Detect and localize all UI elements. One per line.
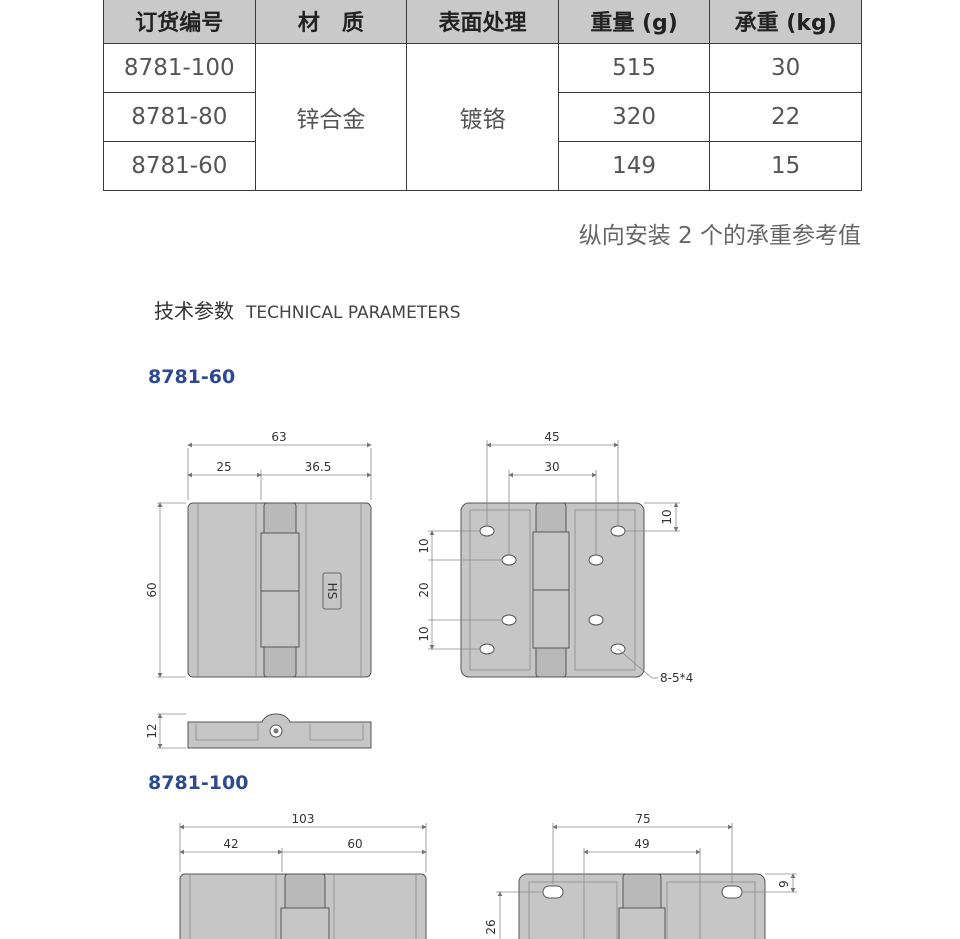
dim-100-hole-span: 75 xyxy=(635,812,650,826)
cell-finish: 镀铬 xyxy=(406,43,559,191)
dim-hole-inner: 30 xyxy=(544,460,559,474)
header-weight: 重量 (g) xyxy=(557,0,711,44)
header-finish: 表面处理 xyxy=(406,0,559,44)
dim-100-total-width: 103 xyxy=(292,812,315,826)
dim-100-right: 60 xyxy=(347,837,362,851)
dim-total-width: 63 xyxy=(271,430,286,444)
cell-weight: 515 xyxy=(557,43,711,93)
section-title-en: TECHNICAL PARAMETERS xyxy=(246,303,461,323)
header-code: 订货编号 xyxy=(103,0,256,44)
table-row: 8781-60 149 15 xyxy=(103,141,862,191)
hinge-100-back-view xyxy=(518,873,766,939)
spec-table: 订货编号 材 质 表面处理 重量 (g) 承重 (kg) 8781-100 锌合… xyxy=(103,0,862,191)
dim-100-left: 42 xyxy=(223,837,238,851)
dim-thickness: 12 xyxy=(145,723,159,738)
dim-holes-note: 8-5*4 xyxy=(660,671,693,685)
dim-100-hole-inner: 49 xyxy=(634,837,649,851)
cell-material: 锌合金 xyxy=(254,43,408,191)
table-header-row: 订货编号 材 质 表面处理 重量 (g) 承重 (kg) xyxy=(103,0,862,44)
dim-v2: 20 xyxy=(417,582,431,597)
hinge-60-back-view xyxy=(460,502,645,678)
hinge-100-front-dims: 103 42 60 xyxy=(179,812,427,872)
load-note: 纵向安装 2 个的承重参考值 xyxy=(578,223,861,249)
dim-hole-span: 45 xyxy=(544,430,559,444)
dim-right: 36.5 xyxy=(305,460,332,474)
cell-load: 22 xyxy=(709,92,862,142)
dim-v3: 10 xyxy=(417,626,431,641)
dim-left: 25 xyxy=(216,460,231,474)
model-label-100: 8781-100 xyxy=(148,772,249,794)
cell-weight: 149 xyxy=(557,141,711,191)
dim-100-v1: 26 xyxy=(484,919,498,934)
hinge-60-side-view: 12 xyxy=(145,713,372,749)
dim-height: 60 xyxy=(145,582,159,597)
cell-load: 15 xyxy=(709,141,862,191)
dim-v1: 10 xyxy=(417,538,431,553)
logo-emboss xyxy=(322,572,342,610)
hinge-100-back-dims: 75 49 9 26 xyxy=(484,812,797,939)
dim-top-offset: 10 xyxy=(660,509,674,524)
table-row: 8781-100 锌合金 镀铬 515 30 xyxy=(103,43,862,191)
header-load: 承重 (kg) xyxy=(709,0,862,44)
hinge-60-front-view: HS xyxy=(187,502,372,678)
logo-text: HS xyxy=(325,583,339,600)
model-label-60: 8781-60 xyxy=(148,366,236,388)
cell-code: 8781-60 xyxy=(103,141,256,191)
section-title-cn: 技术参数 xyxy=(154,299,234,323)
hinge-100-front-view xyxy=(179,873,427,939)
dim-100-top-offset: 9 xyxy=(777,880,791,888)
hinge-60-back-dims: 45 30 10 10 20 10 8-5*4 xyxy=(417,430,693,685)
cell-load: 30 xyxy=(709,43,862,93)
section-title: 技术参数 TECHNICAL PARAMETERS xyxy=(154,295,461,324)
hinge-60-front-dims: 63 25 36.5 60 xyxy=(145,430,372,678)
